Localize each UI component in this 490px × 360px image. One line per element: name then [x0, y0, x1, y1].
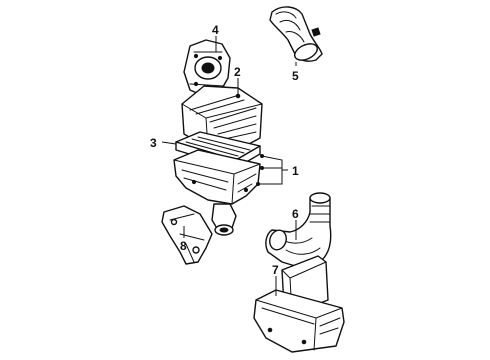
callout-6: 6 [292, 207, 299, 221]
adapter-part-4 [183, 39, 231, 97]
callout-5: 5 [292, 69, 299, 83]
leader-lines [161, 36, 297, 296]
callout-8: 8 [180, 239, 187, 253]
callout-1: 1 [292, 164, 299, 178]
resonator-duct-part-6 [265, 192, 332, 269]
callout-7: 7 [272, 263, 279, 277]
callout-2: 2 [234, 65, 241, 79]
bracket-part-8 [161, 205, 213, 265]
cleaner-housing-part-1 [173, 149, 261, 236]
intake-duct-part-5 [269, 6, 323, 66]
callout-3: 3 [150, 136, 157, 150]
callout-4: 4 [212, 23, 219, 37]
resonator-box-part-7 [253, 255, 345, 353]
